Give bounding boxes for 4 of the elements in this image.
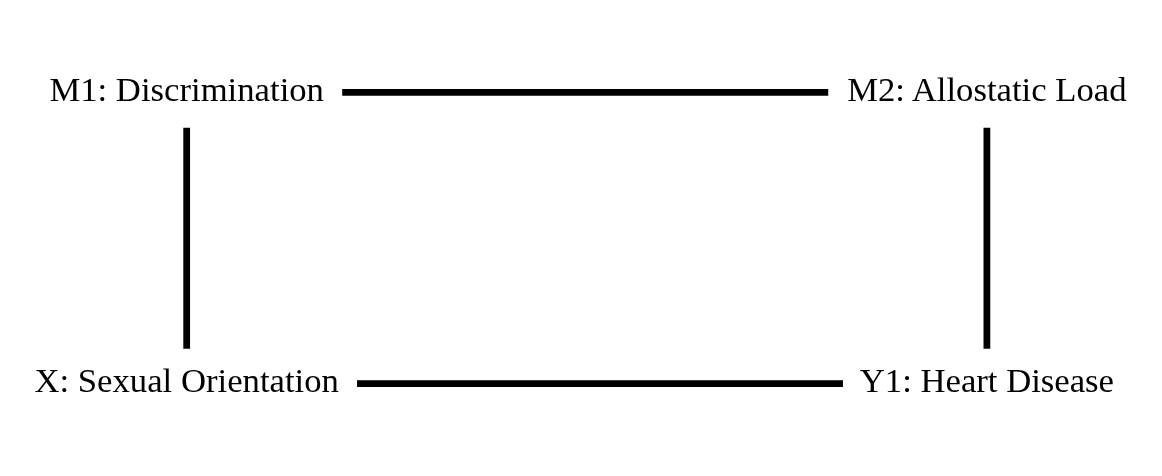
node-text: M2: Allostatic Load [847, 69, 1127, 109]
node-text: X: Sexual Orientation [34, 361, 339, 401]
node-text: M1: Discrimination [49, 69, 324, 109]
node-text: Y1: Heart Disease [859, 361, 1115, 401]
